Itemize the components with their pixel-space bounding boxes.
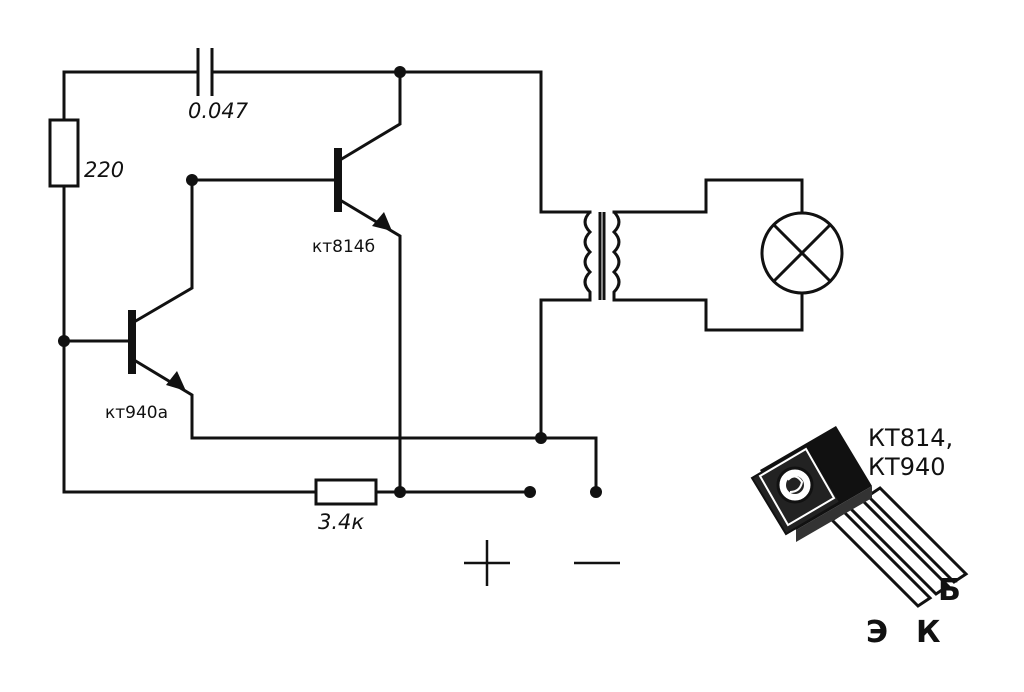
wires [62, 70, 804, 494]
wire-primary-lower [539, 298, 592, 440]
capacitor [196, 48, 214, 96]
transistor-kt940-label: кт940а [105, 403, 168, 423]
wire-secondary-lower [612, 290, 804, 332]
junction-dots [58, 66, 602, 498]
capacitor-label: 0.047 [188, 99, 249, 123]
wire-emitter-upper [337, 197, 402, 494]
lamp [760, 211, 844, 295]
pin-label-base: Б [938, 573, 961, 608]
terminal-minus-dot [590, 486, 602, 498]
junction-dot [535, 432, 547, 444]
lead-base [865, 486, 969, 584]
package-title-line1: КТ814, [868, 424, 953, 452]
wire-secondary-upper [612, 178, 804, 216]
resistor-3-4k-label: 3.4к [318, 510, 364, 534]
transformer [583, 210, 621, 300]
transistor-kt940 [128, 310, 186, 391]
wire-top-right [210, 70, 592, 214]
pin-label-emitter: Э [866, 615, 888, 650]
junction-dot [186, 174, 198, 186]
wire-left-lower [62, 184, 318, 494]
package-title-line2: КТ940 [868, 453, 946, 481]
terminal-plus-dot [524, 486, 536, 498]
transistor-kt814-label: кт814б [312, 237, 375, 257]
resistor-220-label: 220 [84, 158, 124, 182]
resistor-3-4k [314, 478, 378, 506]
junction-dot [394, 66, 406, 78]
resistor-220 [48, 118, 80, 188]
wire-collector-lower [131, 178, 339, 325]
junction-dot [58, 335, 70, 347]
transistor-kt814 [334, 148, 392, 231]
pin-label-collector: К [916, 615, 941, 650]
terminal-plus [464, 540, 510, 586]
wire-emitter-lower [131, 357, 598, 494]
wire-collector-upper [337, 70, 402, 163]
transistor-package-drawing [750, 426, 969, 608]
junction-dot [394, 486, 406, 498]
